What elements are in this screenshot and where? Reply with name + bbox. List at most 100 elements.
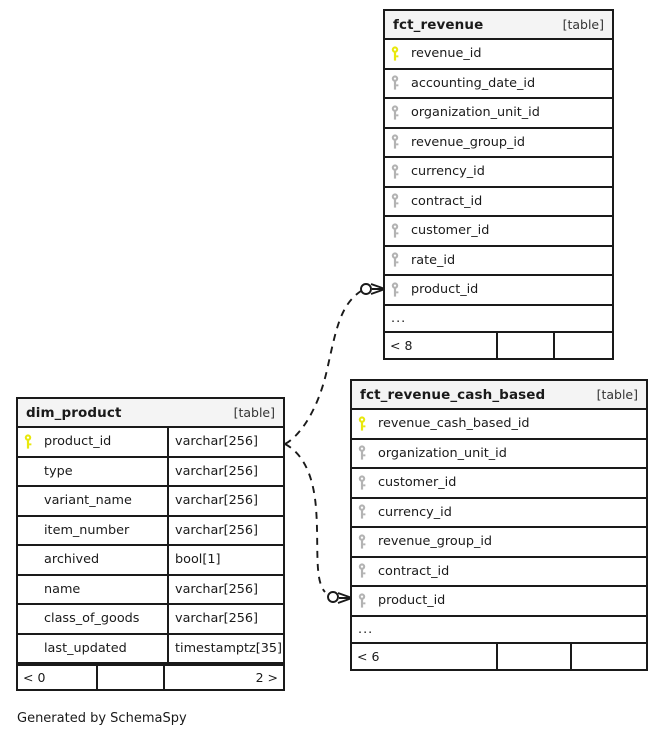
column-row[interactable]: variant_name varchar[256] [18, 487, 283, 517]
relationship-dim_product-fct_revenue_cash_based [284, 443, 353, 604]
no-key-icon [18, 522, 37, 538]
column-name: product_id [378, 593, 446, 609]
generated-by-caption: Generated by SchemaSpy [17, 711, 187, 726]
column-row[interactable]: revenue_id [385, 40, 612, 70]
column-list-fct_revenue: revenue_id accounting_date_id [385, 40, 612, 358]
more-columns-indicator: ... [352, 617, 646, 644]
primary-key-icon [352, 416, 371, 432]
column-row[interactable]: contract_id [352, 558, 646, 587]
entity-fct_revenue[interactable]: fct_revenue [table] revenue_id [383, 9, 614, 360]
entity-footer-fct_revenue: < 8 [385, 332, 612, 358]
foreign-key-icon [385, 193, 404, 209]
column-name: product_id [411, 282, 479, 298]
footer-prev-link[interactable]: < 6 [357, 648, 380, 664]
entity-footer-fct_revenue_cash_based: < 6 [352, 643, 646, 669]
column-name: last_updated [44, 640, 127, 656]
column-row[interactable]: currency_id [385, 158, 612, 188]
column-row[interactable]: revenue_cash_based_id [352, 410, 646, 440]
entity-header-fct_revenue: fct_revenue [table] [385, 11, 612, 40]
entity-title: fct_revenue [393, 16, 484, 33]
column-row[interactable]: revenue_group_id [352, 528, 646, 558]
footer-prev-link[interactable]: < 8 [390, 337, 413, 353]
foreign-key-icon [385, 223, 404, 239]
column-row[interactable]: organization_unit_id [352, 440, 646, 469]
footer-middle-cell [96, 666, 163, 689]
column-row[interactable]: revenue_group_id [385, 129, 612, 158]
primary-key-icon [385, 46, 404, 62]
column-list-dim_product: product_id varchar[256] type varchar[256… [18, 428, 283, 689]
column-type: varchar[256] [167, 487, 283, 515]
column-row[interactable]: last_updated timestamptz[35] [18, 634, 283, 664]
column-name: organization_unit_id [378, 445, 507, 461]
column-row[interactable]: accounting_date_id [385, 70, 612, 99]
entity-kind-label: [table] [562, 17, 604, 32]
entity-footer-dim_product: < 0 2 > [18, 664, 283, 689]
column-row[interactable]: organization_unit_id [385, 99, 612, 129]
column-name: revenue_cash_based_id [378, 416, 530, 432]
cardinality-zero-marker [360, 283, 372, 295]
column-type: timestamptz[35] [167, 634, 283, 662]
foreign-key-icon [385, 134, 404, 150]
column-name: customer_id [411, 223, 490, 239]
entity-kind-label: [table] [233, 405, 275, 420]
column-name: accounting_date_id [411, 75, 536, 91]
entity-title: fct_revenue_cash_based [360, 386, 546, 403]
entity-header-dim_product: dim_product [table] [18, 399, 283, 428]
column-row[interactable]: name varchar[256] [18, 575, 283, 605]
foreign-key-icon [352, 475, 371, 491]
footer-middle-cell [496, 643, 570, 669]
foreign-key-icon [352, 534, 371, 550]
column-name: type [44, 463, 73, 479]
column-row[interactable]: class_of_goods varchar[256] [18, 605, 283, 635]
column-row[interactable]: product_id [352, 587, 646, 617]
foreign-key-icon [385, 105, 404, 121]
column-type: varchar[256] [167, 575, 283, 603]
foreign-key-icon [385, 75, 404, 91]
entity-header-fct_revenue_cash_based: fct_revenue_cash_based [table] [352, 381, 646, 410]
column-name: contract_id [411, 193, 483, 209]
column-name: class_of_goods [44, 611, 140, 627]
column-type: varchar[256] [167, 457, 283, 485]
column-row[interactable]: type varchar[256] [18, 457, 283, 487]
more-columns-indicator: ... [385, 306, 612, 333]
footer-middle-cell [496, 332, 553, 358]
foreign-key-icon [352, 563, 371, 579]
column-row[interactable]: customer_id [385, 217, 612, 247]
column-name: product_id [44, 434, 112, 450]
no-key-icon [18, 493, 37, 509]
column-name: organization_unit_id [411, 105, 540, 121]
footer-next-link[interactable]: 2 > [163, 666, 283, 689]
column-type: bool[1] [167, 546, 283, 574]
entity-dim_product[interactable]: dim_product [table] product_id varchar[2… [16, 397, 285, 691]
column-row[interactable]: product_id varchar[256] [18, 428, 283, 458]
column-row[interactable]: currency_id [352, 499, 646, 528]
column-name: revenue_id [411, 46, 482, 62]
no-key-icon [18, 463, 37, 479]
foreign-key-icon [352, 445, 371, 461]
foreign-key-icon [385, 282, 404, 298]
column-type: varchar[256] [167, 605, 283, 633]
column-row[interactable]: item_number varchar[256] [18, 516, 283, 546]
column-list-fct_revenue_cash_based: revenue_cash_based_id organization_unit_… [352, 410, 646, 669]
primary-key-icon [18, 434, 37, 450]
column-name: revenue_group_id [411, 134, 526, 150]
footer-prev-link[interactable]: < 0 [23, 670, 46, 685]
footer-next-link[interactable] [569, 643, 646, 669]
entity-fct_revenue_cash_based[interactable]: fct_revenue_cash_based [table] revenue_c… [350, 379, 648, 671]
column-name: variant_name [44, 493, 132, 509]
entity-title: dim_product [26, 404, 122, 421]
column-name: revenue_group_id [378, 534, 493, 550]
column-name: currency_id [378, 504, 452, 520]
column-row[interactable]: customer_id [352, 469, 646, 499]
column-name: name [44, 581, 81, 597]
column-row[interactable]: archived bool[1] [18, 546, 283, 576]
column-type: varchar[256] [167, 516, 283, 544]
foreign-key-icon [385, 164, 404, 180]
no-key-icon [18, 611, 37, 627]
footer-next-link[interactable] [552, 332, 612, 358]
column-row[interactable]: rate_id [385, 247, 612, 276]
column-row[interactable]: product_id [385, 276, 612, 306]
column-name: rate_id [411, 252, 456, 268]
column-row[interactable]: contract_id [385, 188, 612, 217]
